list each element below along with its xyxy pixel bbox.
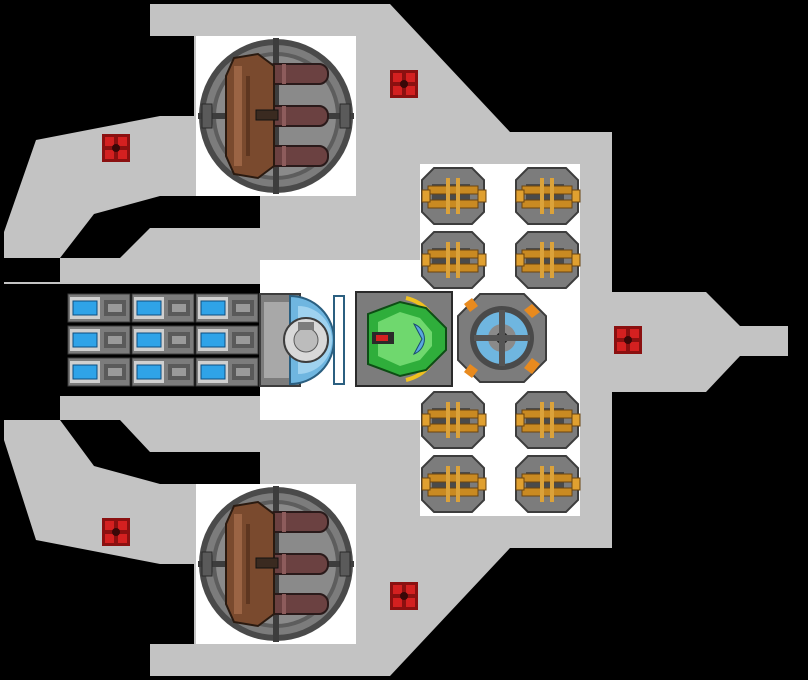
hull-marker-icon[interactable] bbox=[102, 518, 130, 546]
battery-cell-icon[interactable] bbox=[131, 293, 195, 323]
hull-marker-icon[interactable] bbox=[390, 582, 418, 610]
pilot-console-icon[interactable] bbox=[355, 291, 453, 387]
thruster-icon[interactable] bbox=[421, 391, 487, 449]
battery-cell-icon[interactable] bbox=[67, 325, 131, 355]
thruster-icon[interactable] bbox=[515, 391, 581, 449]
battery-cell-icon[interactable] bbox=[195, 293, 259, 323]
battery-cell-icon[interactable] bbox=[131, 325, 195, 355]
battery-cell-grid bbox=[67, 293, 259, 387]
thruster-icon[interactable] bbox=[421, 455, 487, 513]
battery-cell-icon[interactable] bbox=[67, 357, 131, 387]
shield-generator-icon[interactable] bbox=[259, 293, 345, 387]
hull-marker-icon[interactable] bbox=[390, 70, 418, 98]
thruster-icon[interactable] bbox=[515, 455, 581, 513]
hull-marker-icon[interactable] bbox=[614, 326, 642, 354]
battery-cell-icon[interactable] bbox=[67, 293, 131, 323]
battery-cell-icon[interactable] bbox=[195, 325, 259, 355]
hull-marker-icon[interactable] bbox=[102, 134, 130, 162]
reactor-core-icon[interactable] bbox=[457, 293, 547, 383]
thruster-icon[interactable] bbox=[515, 231, 581, 289]
thruster-icon[interactable] bbox=[515, 167, 581, 225]
thruster-icon[interactable] bbox=[421, 231, 487, 289]
battery-cell-icon[interactable] bbox=[131, 357, 195, 387]
thruster-icon[interactable] bbox=[421, 167, 487, 225]
battery-cell-icon[interactable] bbox=[195, 357, 259, 387]
